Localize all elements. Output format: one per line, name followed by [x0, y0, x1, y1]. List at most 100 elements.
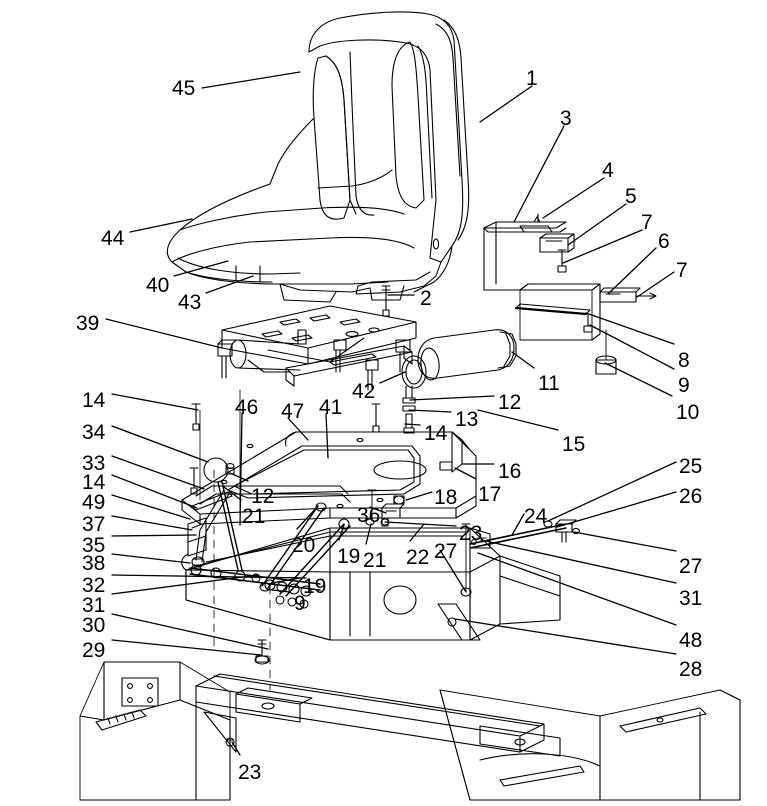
callout-number-17: 17 [478, 483, 502, 506]
callout-number-27: 27 [434, 540, 458, 563]
callout-number-21: 21 [363, 549, 387, 572]
leader-line-38 [111, 553, 191, 564]
callout-number-35: 35 [82, 534, 106, 557]
leader-line-14 [111, 474, 198, 509]
callout-number-37: 37 [82, 513, 106, 536]
callout-number-4: 4 [602, 159, 614, 182]
callout-number-12: 12 [498, 391, 522, 414]
leader-line-6 [607, 247, 657, 295]
callout-number-41: 41 [319, 396, 343, 419]
callout-number-36: 36 [357, 504, 381, 527]
callout-number-31: 31 [679, 587, 703, 610]
leader-line-35 [111, 534, 197, 537]
leader-line-9 [589, 324, 675, 370]
callout-number-12: 12 [251, 485, 275, 508]
leader-line-15 [477, 409, 559, 431]
leader-line-8 [585, 312, 675, 345]
leader-line-42 [379, 371, 406, 384]
leader-line-4 [542, 177, 605, 219]
callout-number-22: 22 [406, 546, 430, 569]
leader-line-49 [111, 494, 191, 520]
leader-line-14 [404, 423, 421, 426]
callout-number-31: 31 [82, 594, 106, 617]
armrest-bracket-group [483, 213, 575, 291]
callout-number-19: 19 [303, 575, 327, 598]
leader-line-29 [111, 639, 262, 656]
callout-number-11: 11 [538, 372, 560, 395]
leader-line-48 [477, 552, 677, 626]
callout-number-14: 14 [424, 422, 448, 445]
callout-number-10: 10 [676, 401, 700, 424]
callout-number-38: 38 [82, 552, 106, 575]
callout-number-21: 21 [242, 505, 266, 528]
leader-line-17 [454, 467, 477, 480]
callout-number-26: 26 [679, 485, 703, 508]
leader-line-18 [405, 491, 433, 501]
leader-line-43 [205, 275, 254, 294]
height-adjust-linkage [187, 457, 405, 609]
callout-number-1: 1 [526, 67, 538, 90]
leader-line-44 [129, 218, 193, 233]
leader-line-47 [287, 417, 309, 441]
leader-line-19 [338, 524, 345, 541]
leader-line-39 [105, 318, 223, 349]
leader-line-22 [409, 523, 425, 542]
leader-line-45 [201, 71, 301, 89]
leader-line-41 [325, 413, 329, 459]
leader-line-1 [479, 85, 533, 123]
leader-line-21 [223, 486, 242, 501]
callout-number-43: 43 [178, 291, 202, 314]
leader-line-13 [408, 409, 452, 413]
latch-bracket-group [514, 283, 657, 375]
leader-line-3 [513, 125, 565, 223]
leader-line-12 [409, 395, 495, 401]
leader-line-36 [369, 506, 387, 514]
callout-number-29: 29 [82, 639, 106, 662]
callout-number-14: 14 [82, 389, 106, 412]
callout-number-9: 9 [294, 592, 306, 615]
callout-number-34: 34 [82, 421, 106, 444]
leader-line-20 [296, 505, 319, 530]
leader-line-31 [111, 574, 259, 595]
leader-line-34 [111, 425, 209, 463]
leader-line-28 [454, 618, 677, 655]
leader-line-24 [511, 513, 525, 536]
callout-number-23: 23 [238, 761, 262, 784]
callout-number-15: 15 [562, 433, 586, 456]
centerline [213, 469, 271, 691]
seat-suspension-assembly [217, 285, 417, 391]
leader-line-19 [271, 577, 301, 584]
seat-assembly [166, 11, 470, 303]
leader-lines [105, 71, 677, 756]
callout-number-23: 23 [459, 522, 483, 545]
callout-number-19: 19 [337, 545, 361, 568]
callout-number-27: 27 [679, 555, 703, 578]
callout-number-45: 45 [172, 77, 196, 100]
callout-number-33: 33 [82, 452, 106, 475]
callout-number-6: 6 [658, 230, 670, 253]
callout-number-47: 47 [281, 400, 305, 423]
callout-number-39: 39 [76, 312, 100, 335]
callout-number-7: 7 [641, 211, 653, 234]
callout-number-13: 13 [455, 408, 479, 431]
callout-number-20: 20 [292, 534, 316, 557]
leader-line-46 [239, 412, 243, 526]
callout-number-48: 48 [679, 629, 703, 652]
callout-number-2: 2 [420, 287, 432, 310]
callout-number-28: 28 [679, 658, 703, 681]
leader-line-27 [573, 531, 677, 552]
leader-line-33 [111, 455, 205, 490]
callout-number-46: 46 [235, 396, 259, 419]
leader-line-14 [111, 393, 199, 411]
leader-line-31 [480, 539, 677, 584]
leader-line-21 [365, 523, 372, 545]
leader-line-23 [231, 741, 241, 756]
leader-line-7 [562, 229, 643, 264]
callout-number-25: 25 [679, 455, 703, 478]
callout-number-5: 5 [625, 185, 637, 208]
lower-right-rod-assembly [380, 517, 580, 597]
leader-line-12 [229, 472, 249, 482]
callout-number-49: 49 [82, 491, 106, 514]
